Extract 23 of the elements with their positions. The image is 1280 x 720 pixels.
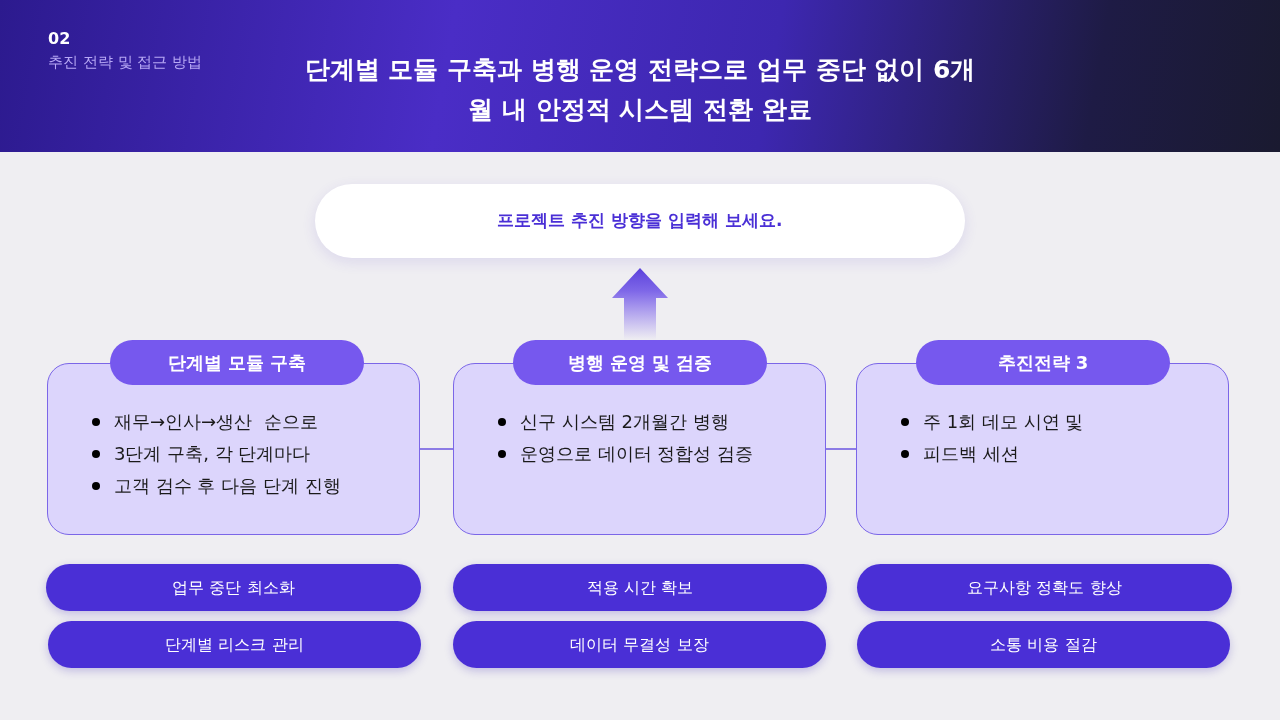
section-subtitle: 추진 전략 및 접근 방법	[48, 52, 203, 73]
benefit-pill: 요구사항 정확도 향상	[857, 564, 1232, 611]
benefit-pill: 적용 시간 확보	[453, 564, 827, 611]
bullet-text: 재무→인사→생산 순으로	[114, 410, 318, 434]
bullet-text: 고객 검수 후 다음 단계 진행	[114, 474, 341, 498]
bullet-text: 피드백 세션	[923, 442, 1019, 466]
block-arrow	[612, 268, 668, 340]
connector-line	[419, 448, 454, 450]
bullet-text: 신구 시스템 2개월간 병행	[520, 410, 729, 434]
benefit-pill: 데이터 무결성 보장	[453, 621, 826, 668]
slide-title: 단계별 모듈 구축과 병행 운영 전략으로 업무 중단 없이 6개월 내 안정적 시스템 전환 완료	[303, 54, 977, 126]
goal-text: 프로젝트 추진 방향을 입력해 보세요.	[497, 209, 783, 233]
bullet-text: 3단계 구축, 각 단계마다	[114, 442, 311, 466]
benefit-pill: 단계별 리스크 관리	[48, 621, 421, 668]
heading-pill: 추진전략 3	[916, 340, 1170, 385]
heading-pill: 단계별 모듈 구축	[110, 340, 364, 385]
connector-line	[825, 448, 857, 450]
bullet-text: 주 1회 데모 시연 및	[923, 410, 1084, 434]
section-number: 02	[48, 28, 71, 50]
benefit-pill: 소통 비용 절감	[857, 621, 1230, 668]
heading-pill: 병행 운영 및 검증	[513, 340, 767, 385]
bullet-text: 운영으로 데이터 정합성 검증	[520, 442, 754, 466]
benefit-pill: 업무 중단 최소화	[46, 564, 421, 611]
